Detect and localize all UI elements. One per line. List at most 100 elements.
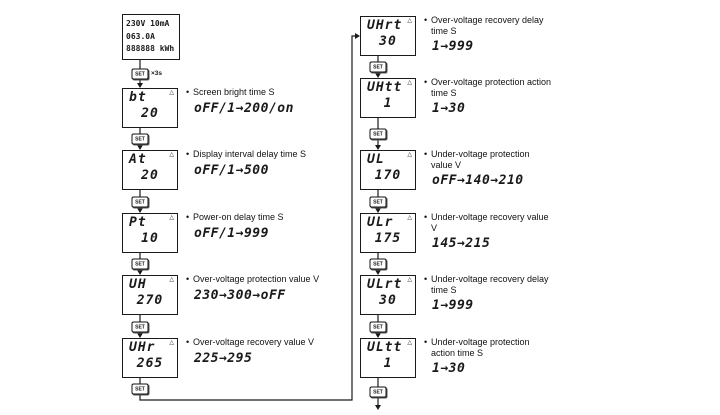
set-indicator-icon: △ [407, 215, 412, 221]
step-title: Under-voltage recovery delay time S [431, 274, 549, 295]
menu-code: UH [129, 277, 147, 292]
menu-value: 10 [141, 231, 159, 247]
step-description: •Over-voltage recovery value V 225→295 [186, 337, 346, 366]
step-range: 145→215 [432, 236, 491, 252]
set-button-label: SET [135, 324, 145, 330]
set-button-icon: SET [131, 133, 149, 145]
menu-value: 1 [383, 356, 393, 372]
menu-value: 270 [136, 293, 164, 309]
set-button-icon: SET [131, 258, 149, 270]
step-title: Under-voltage protection action time S [431, 337, 530, 358]
set-button-label: SET [373, 131, 383, 137]
step-title: Screen bright time S [193, 87, 275, 97]
step-range: oFF/1→200/on [194, 100, 294, 116]
step-title-row: •Under-voltage recovery delay time S [424, 274, 552, 295]
menu-code: UHtt [367, 80, 403, 95]
bullet-icon: • [424, 212, 428, 222]
bullet-icon: • [186, 212, 190, 222]
set-button-label: SET [373, 261, 383, 267]
step-title-row: •Display interval delay time S [186, 149, 346, 160]
step-description: •Under-voltage recovery value V 145→215 [424, 212, 552, 251]
menu-code: UHrt [367, 18, 403, 33]
set-button-label: SET [135, 386, 145, 392]
set-button-icon: SET [369, 386, 387, 398]
set-indicator-icon: △ [169, 90, 174, 96]
bullet-icon: • [424, 274, 428, 284]
step-title-row: •Over-voltage recovery delay time S [424, 15, 552, 36]
step-title: Under-voltage recovery value V [431, 212, 549, 233]
set-button-icon: SET [131, 383, 149, 395]
set-button-label: SET [373, 199, 383, 205]
set-button-icon: SET [131, 68, 149, 80]
step-title: Display interval delay time S [193, 149, 307, 159]
menu-value: 265 [136, 356, 164, 372]
set-button-label: SET [135, 261, 145, 267]
step-title: Power-on delay time S [193, 212, 284, 222]
step-title-row: •Screen bright time S [186, 87, 346, 98]
bullet-icon: • [186, 274, 190, 284]
step-range: oFF→140→210 [432, 173, 524, 189]
set-button-label: SET [373, 64, 383, 70]
set-button-label: SET [135, 199, 145, 205]
set-button-icon: SET [369, 258, 387, 270]
menu-code: ULr [367, 215, 394, 230]
set-indicator-icon: △ [169, 340, 174, 346]
menu-value: 30 [379, 34, 397, 50]
menu-value: 30 [379, 293, 397, 309]
step-description: •Over-voltage protection value V 230→300→… [186, 274, 346, 303]
meter-main-display: 230V 10mA 063.0A 888888 kWh [122, 14, 180, 60]
step-title-row: •Over-voltage protection action time S [424, 77, 552, 98]
bullet-icon: • [186, 87, 190, 97]
menu-value: 170 [374, 168, 402, 184]
set-button-label: SET [373, 389, 383, 395]
menu-code: UHr [129, 340, 156, 355]
menu-code: ULrt [367, 277, 403, 292]
menu-code: At [129, 152, 147, 167]
step-title: Over-voltage protection action time S [431, 77, 552, 98]
step-title-row: •Over-voltage protection value V [186, 274, 346, 285]
set-button-icon: SET [369, 196, 387, 208]
set-button-icon: SET [131, 196, 149, 208]
menu-value: 1 [383, 96, 393, 112]
step-description: •Under-voltage recovery delay time S 1→99… [424, 274, 552, 313]
step-range: 230→300→oFF [194, 287, 286, 303]
menu-code: Pt [129, 215, 147, 230]
step-title: Over-voltage recovery delay time S [431, 15, 544, 36]
set-button-icon: SET [369, 61, 387, 73]
step-title: Over-voltage protection value V [193, 274, 320, 284]
display-line-current: 063.0A [126, 31, 155, 41]
step-title-row: •Under-voltage protection value V [424, 149, 552, 170]
step-range: 1→30 [432, 101, 466, 117]
menu-value: 20 [141, 168, 159, 184]
step-title-row: •Over-voltage recovery value V [186, 337, 346, 348]
set-indicator-icon: △ [407, 80, 412, 86]
set-indicator-icon: △ [407, 277, 412, 283]
step-description: •Over-voltage protection action time S 1→… [424, 77, 552, 116]
bullet-icon: • [186, 337, 190, 347]
step-range: 1→999 [432, 298, 474, 314]
set-button-label: SET [135, 71, 145, 77]
bullet-icon: • [424, 77, 428, 87]
set-button-label: SET [373, 324, 383, 330]
bullet-icon: • [424, 15, 428, 25]
display-line-energy: 888888 kWh [126, 44, 175, 53]
set-indicator-icon: △ [407, 18, 412, 24]
set-indicator-icon: △ [169, 215, 174, 221]
step-range: oFF/1→500 [194, 162, 269, 178]
display-line-voltage: 230V 10mA [126, 19, 170, 28]
step-range: 225→295 [194, 350, 253, 366]
bullet-icon: • [424, 149, 428, 159]
